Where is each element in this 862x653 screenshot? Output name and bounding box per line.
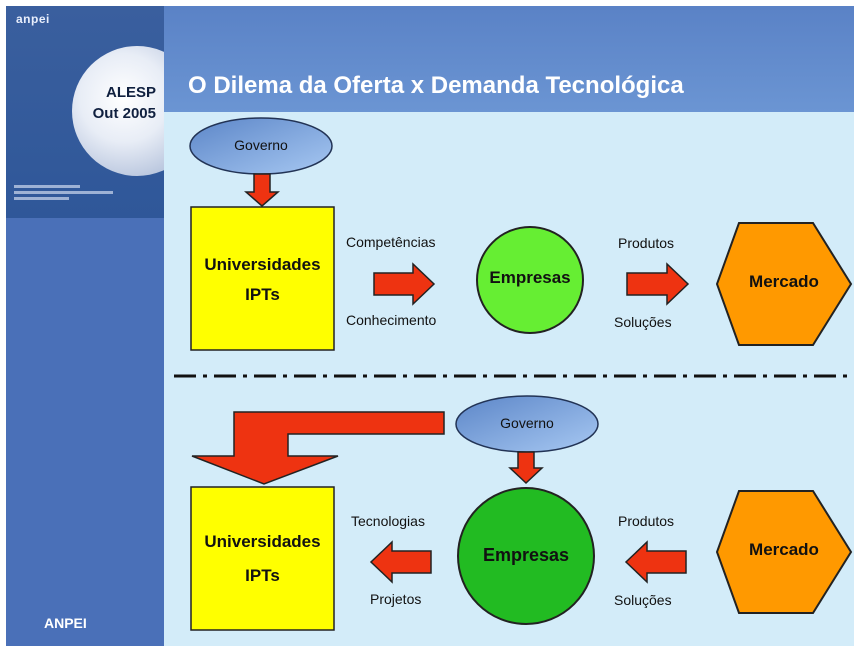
univ-label-bottom: Universidades IPTs <box>191 525 334 593</box>
subtext-line <box>14 185 80 188</box>
label-solucoes-top: Soluções <box>614 314 672 330</box>
univ-label-top: Universidades IPTs <box>191 250 334 310</box>
logo-panel: anpei ALESP Out 2005 <box>6 6 164 218</box>
mercado-label-bottom: Mercado <box>749 540 819 559</box>
label-tecnologias: Tecnologias <box>351 513 425 529</box>
arrow-down-top <box>244 173 280 207</box>
sidebar: anpei ALESP Out 2005 ANPEI <box>6 6 164 646</box>
label-projetos: Projetos <box>370 591 422 607</box>
big-arrow-bottom <box>191 411 445 485</box>
event-line-1: ALESP <box>105 84 156 101</box>
empresas-circle-bottom <box>457 487 595 625</box>
arrow-left-bottom-2 <box>624 540 687 584</box>
label-conhecimento: Conhecimento <box>346 312 437 328</box>
univ-line-2-top: IPTs <box>245 285 280 304</box>
anpei-logo: anpei <box>16 12 50 26</box>
subtext-line <box>14 197 69 200</box>
governo-label-bottom: Governo <box>500 415 554 431</box>
logo-subtext <box>14 182 124 203</box>
event-label: ALESP Out 2005 <box>56 82 156 124</box>
univ-box-bottom <box>190 486 335 631</box>
label-produtos-top: Produtos <box>618 235 675 251</box>
mercado-label-top: Mercado <box>749 272 819 291</box>
label-solucoes-bottom: Soluções <box>614 592 672 608</box>
univ-line-1-top: Universidades <box>204 255 321 274</box>
mercado-hexagon-bottom <box>715 490 853 614</box>
univ-line-1-bottom: Universidades <box>204 532 321 551</box>
diagram <box>174 117 854 631</box>
univ-box-top <box>190 206 335 351</box>
slide: anpei ALESP Out 2005 ANPEI O Dilema da O… <box>6 6 854 646</box>
arrow-down-bottom <box>508 451 544 485</box>
slide-title: O Dilema da Oferta x Demanda Tecnológica <box>188 72 684 99</box>
univ-line-2-bottom: IPTs <box>245 566 280 585</box>
event-line-2: Out 2005 <box>92 105 156 122</box>
arrow-left-bottom-1 <box>369 540 432 584</box>
label-produtos-bottom: Produtos <box>618 513 675 529</box>
governo-label-top: Governo <box>234 137 288 153</box>
empresas-label-top: Empresas <box>489 268 571 287</box>
subtext-line <box>14 191 113 194</box>
arrow-right-top-2 <box>626 262 690 306</box>
empresas-circle-top <box>476 226 584 334</box>
mercado-hexagon-top <box>715 222 853 346</box>
label-competencias: Competências <box>346 234 436 250</box>
arrow-right-top-1 <box>373 262 436 306</box>
footer-label: ANPEI <box>44 615 87 631</box>
empresas-label-bottom: Empresas <box>482 545 570 565</box>
title-bar: O Dilema da Oferta x Demanda Tecnológica <box>164 6 854 112</box>
